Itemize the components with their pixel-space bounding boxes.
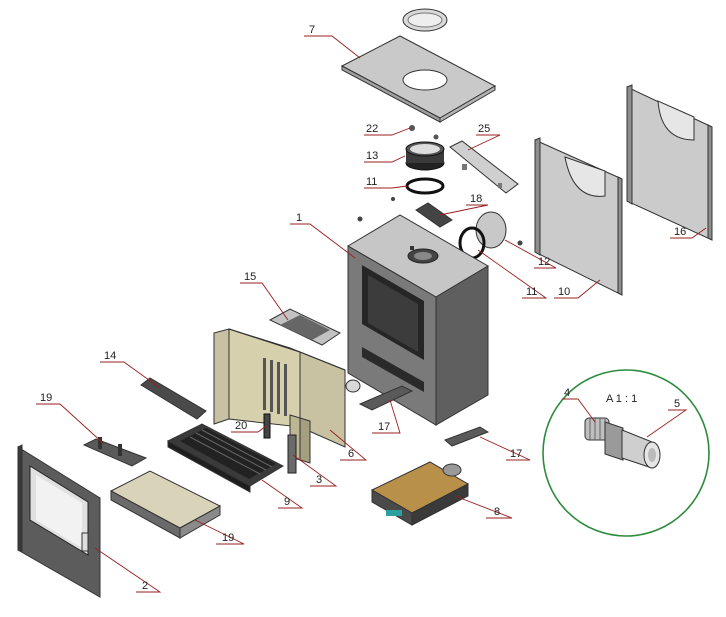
- plug-part-5: [621, 429, 661, 469]
- callout-25: 25: [478, 123, 490, 135]
- side-panel-part-10: [534, 137, 623, 296]
- air-box-part-8: [370, 461, 470, 526]
- rail-part-17-left: [358, 385, 414, 411]
- fire-grate-part-9: [166, 423, 285, 493]
- callout-14: 14: [104, 350, 116, 362]
- rear-panel-part-16: [626, 84, 713, 241]
- callout-11-side: 11: [526, 286, 537, 298]
- bracket-part-18: [415, 202, 453, 228]
- callout-17-right: 17: [510, 448, 522, 460]
- leader-lines: [36, 35, 707, 593]
- callout-11-top: 11: [366, 176, 377, 188]
- bolt-part-22: [409, 125, 439, 140]
- gasket-ring-part-11-top: [405, 177, 445, 195]
- callout-12: 12: [538, 256, 550, 268]
- plate-part-25: [449, 140, 519, 194]
- firebrick-liner-part-6: [213, 328, 346, 464]
- callout-7: 7: [309, 24, 315, 36]
- callout-2: 2: [142, 580, 148, 592]
- log-retainer-part-14: [140, 377, 207, 420]
- callout-22: 22: [366, 123, 378, 135]
- fitting-part-4: [584, 417, 624, 461]
- blanking-plate-part-12: [475, 211, 507, 249]
- callout-1: 1: [296, 212, 302, 224]
- callout-10: 10: [558, 286, 570, 298]
- detail-view-title: A 1 : 1: [606, 393, 637, 405]
- clip-part-20: [263, 413, 271, 439]
- ash-pan-part-19: [109, 470, 222, 539]
- callout-13: 13: [366, 150, 378, 162]
- callout-20: 20: [235, 420, 247, 432]
- rail-part-17-right: [444, 426, 490, 447]
- callout-3: 3: [316, 474, 322, 486]
- stove-body-part-1: [347, 214, 489, 426]
- callout-labels: 7 22 25 13 11 18 1 12 11 10 16 15 14 19 …: [40, 24, 686, 592]
- detail-view-a: A 1 : 1: [542, 369, 710, 537]
- callout-19-pan: 19: [222, 532, 234, 544]
- callout-16: 16: [674, 226, 686, 238]
- callout-4: 4: [564, 387, 570, 399]
- callout-6: 6: [348, 448, 354, 460]
- door-part-2: [17, 444, 101, 598]
- baffle-part-15: [268, 308, 342, 346]
- callout-17-left: 17: [378, 421, 390, 433]
- bracket-part-19-upper: [82, 437, 148, 467]
- callout-8: 8: [494, 506, 500, 518]
- callout-5: 5: [674, 398, 680, 410]
- flue-cap: [402, 8, 448, 32]
- top-plate-part-7: [340, 35, 497, 123]
- callout-9: 9: [284, 496, 290, 508]
- flue-collar-part-13: [405, 141, 445, 171]
- callout-19-upper: 19: [40, 392, 52, 404]
- callout-15: 15: [244, 271, 256, 283]
- bar-part-3: [287, 434, 297, 474]
- callout-18: 18: [470, 193, 482, 205]
